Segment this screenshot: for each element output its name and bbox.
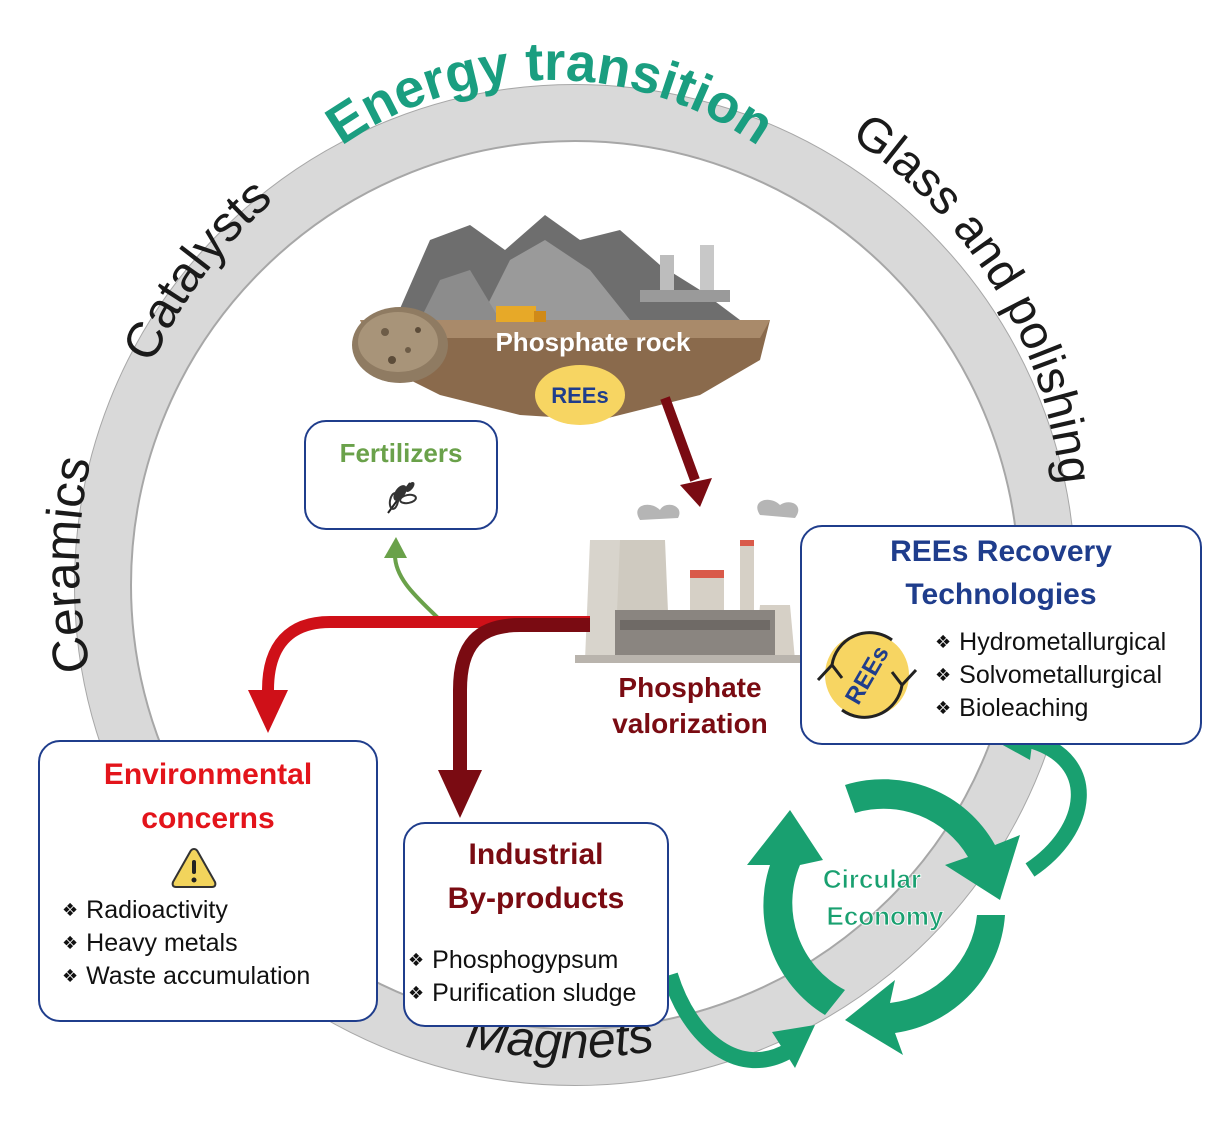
environmental-list: Radioactivity Heavy metals Waste accumul… [62,894,310,993]
arrow-byproducts-to-circular [662,972,795,1069]
recovery-title-line2: Technologies [905,578,1097,611]
list-item: Phosphogypsum [408,944,636,977]
recovery-list: Hydrometallurgical Solvometallurgical Bi… [935,626,1166,725]
byproducts-title-line1: Industrial [468,838,604,871]
valorization-line2: valorization [612,708,768,739]
byproducts-title-line2: By-products [447,882,625,915]
phosphate-rock-label: Phosphate rock [495,327,691,357]
recovery-title-line1: REEs Recovery [890,535,1112,568]
valorization-line1: Phosphate [618,672,762,703]
environmental-title-line2: concerns [141,802,275,835]
arrow-factory-to-environmental [262,616,590,691]
circular-economy-line2: Economy [826,901,944,931]
warning-icon [171,847,217,888]
arrow-factory-to-fertilizers [393,554,442,622]
arrow-circular-to-recovery [1025,732,1087,877]
rees-cycle-icon: REEs [816,631,918,719]
factory-illustration [575,499,800,663]
mine-illustration [352,215,770,420]
rees-badge-top [535,365,625,425]
list-item: Purification sludge [408,977,636,1010]
list-item: Bioleaching [935,692,1166,725]
list-item: Solvometallurgical [935,659,1166,692]
list-item: Hydrometallurgical [935,626,1166,659]
list-item: Radioactivity [62,894,310,927]
byproducts-list: Phosphogypsum Purification sludge [408,944,636,1010]
rees-badge-top-label: REEs [551,383,608,408]
circular-economy-arrows [747,779,1020,1055]
circular-economy-line1: Circular [823,864,921,894]
fertilizers-title: Fertilizers [339,438,463,468]
list-item: Waste accumulation [62,960,310,993]
wheat-icon [387,482,417,514]
arrow-rock-to-factory [660,396,700,482]
fertilizers-box [304,420,498,530]
list-item: Heavy metals [62,927,310,960]
environmental-title-line1: Environmental [103,758,313,791]
arrow-factory-to-byproducts [453,618,590,770]
